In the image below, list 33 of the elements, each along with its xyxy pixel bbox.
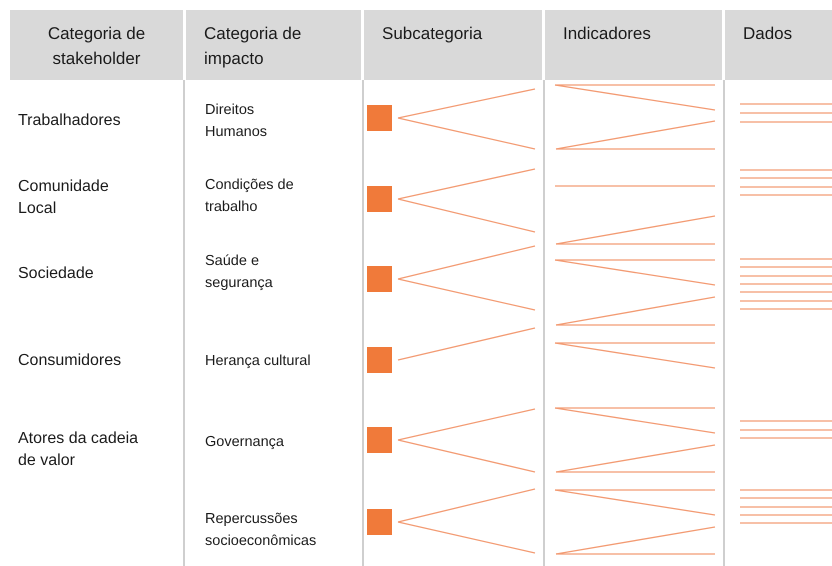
- category-text: Condições de trabalho: [205, 176, 295, 217]
- square-marker: [367, 427, 392, 453]
- column-header: Indicadores: [545, 10, 722, 80]
- square-marker: [367, 186, 392, 212]
- square-marker: [367, 105, 392, 131]
- category-text: Atores da cadeia de valor: [18, 429, 140, 471]
- connector-line: [398, 88, 536, 119]
- category-text: Direitos Humanos: [205, 101, 268, 142]
- column-header: Subcategoria: [364, 10, 542, 80]
- category-text: Sociedade: [18, 264, 95, 284]
- category-text: Herança cultural: [205, 352, 312, 371]
- column-header: Dados: [725, 10, 832, 80]
- category-text: Repercussões socioeconômicas: [205, 510, 318, 551]
- category-text: Trabalhadores: [18, 111, 122, 131]
- connector-line: [398, 327, 536, 361]
- column-header: Categoria de stakeholder: [10, 10, 183, 80]
- category-text: Comunidade Local: [18, 177, 110, 219]
- connector-line: [398, 245, 536, 280]
- connector-line: [398, 117, 536, 150]
- category-text: Consumidores: [18, 351, 122, 371]
- square-marker: [367, 347, 392, 373]
- connector-line: [398, 168, 536, 200]
- square-marker: [367, 509, 392, 535]
- category-text: Governança: [205, 433, 285, 452]
- connector-line: [398, 278, 536, 311]
- connector-line: [398, 439, 536, 473]
- connector-line: [398, 488, 536, 523]
- connector-line: [398, 198, 536, 233]
- category-text: Saúde e segurança: [205, 252, 274, 293]
- square-marker: [367, 266, 392, 292]
- connector-line: [398, 408, 536, 441]
- column-header: Categoria de impacto: [186, 10, 361, 80]
- connector-line: [398, 521, 536, 554]
